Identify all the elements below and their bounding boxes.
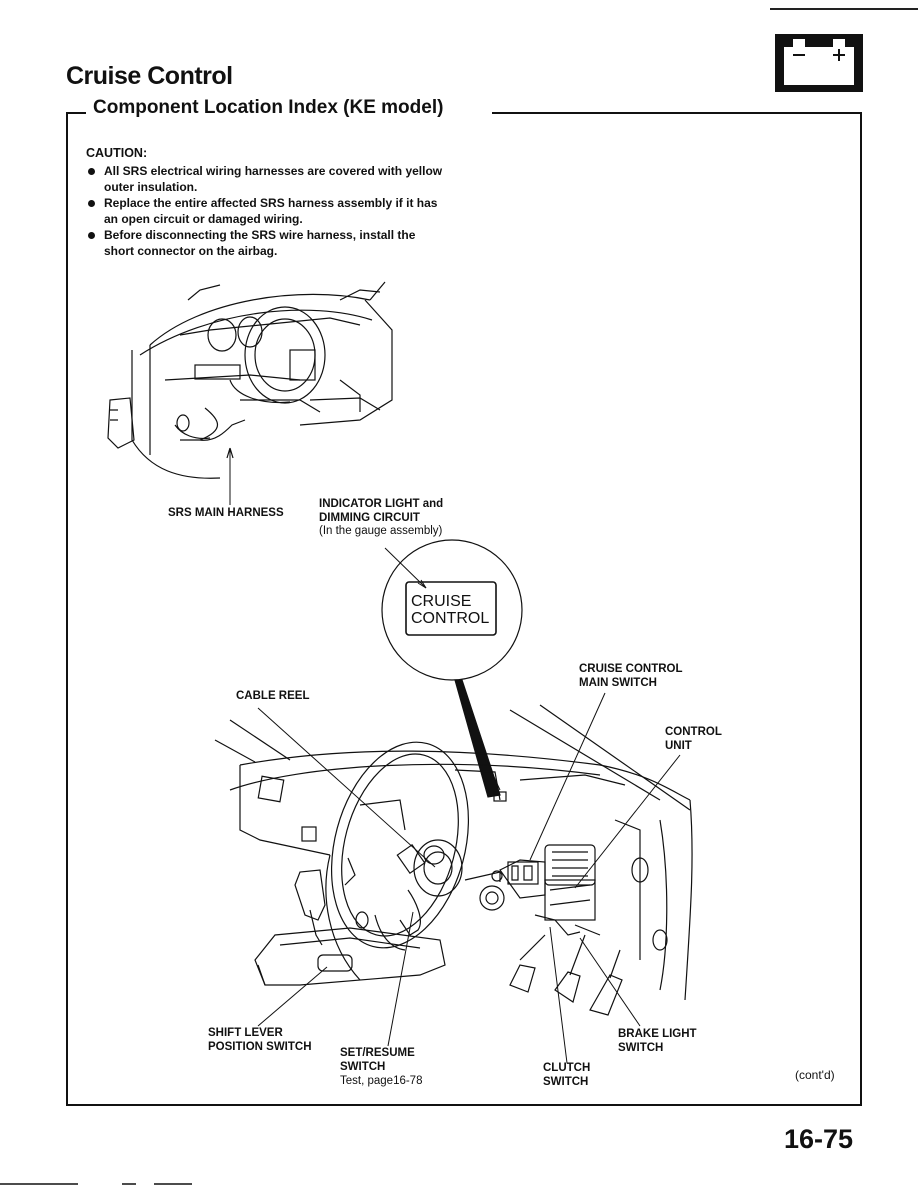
caution-list: All SRS electrical wiring harnesses are …	[86, 164, 446, 260]
label-cruise-main-switch: CRUISE CONTROL MAIN SWITCH	[579, 663, 683, 689]
label-shift-lever-switch: SHIFT LEVER POSITION SWITCH	[208, 1027, 312, 1053]
caution-item: Before disconnecting the SRS wire harnes…	[86, 228, 446, 259]
label-control-unit: CONTROL UNIT	[665, 726, 722, 752]
frame-edge	[492, 112, 862, 114]
top-rule	[770, 8, 918, 10]
label-clutch-switch: CLUTCH SWITCH	[543, 1062, 591, 1088]
leader-lines	[257, 692, 681, 1064]
steering-dashboard-illustration	[214, 704, 693, 1016]
label-srs-main-harness: SRS MAIN HARNESS	[168, 507, 284, 519]
srs-dashboard-illustration	[107, 281, 393, 505]
frame-edge	[66, 112, 86, 114]
bottom-marks	[0, 1183, 192, 1185]
caution-heading: CAUTION:	[86, 146, 148, 160]
continued-note: (cont'd)	[795, 1068, 835, 1082]
label-set-resume-test: Test, page16-78	[340, 1075, 423, 1087]
battery-icon	[775, 34, 863, 92]
label-indicator-note: (In the gauge assembly)	[319, 525, 443, 537]
gauge-text-control: CONTROL	[411, 610, 490, 627]
gauge-callout	[381, 539, 523, 798]
gauge-text-cruise: CRUISE	[411, 593, 472, 610]
section-subtitle: Component Location Index (KE model)	[93, 97, 444, 118]
label-brake-light-switch: BRAKE LIGHT SWITCH	[618, 1028, 697, 1054]
content-frame	[66, 112, 862, 1106]
label-indicator-light: INDICATOR LIGHT and DIMMING CIRCUIT	[319, 498, 444, 524]
caution-item: All SRS electrical wiring harnesses are …	[86, 164, 446, 195]
label-cable-reel: CABLE REEL	[236, 690, 310, 702]
caution-item: Replace the entire affected SRS harness …	[86, 196, 446, 227]
page-number: 16-75	[784, 1124, 854, 1154]
page-title: Cruise Control	[66, 62, 233, 90]
label-set-resume-switch: SET/RESUME SWITCH	[340, 1047, 415, 1073]
